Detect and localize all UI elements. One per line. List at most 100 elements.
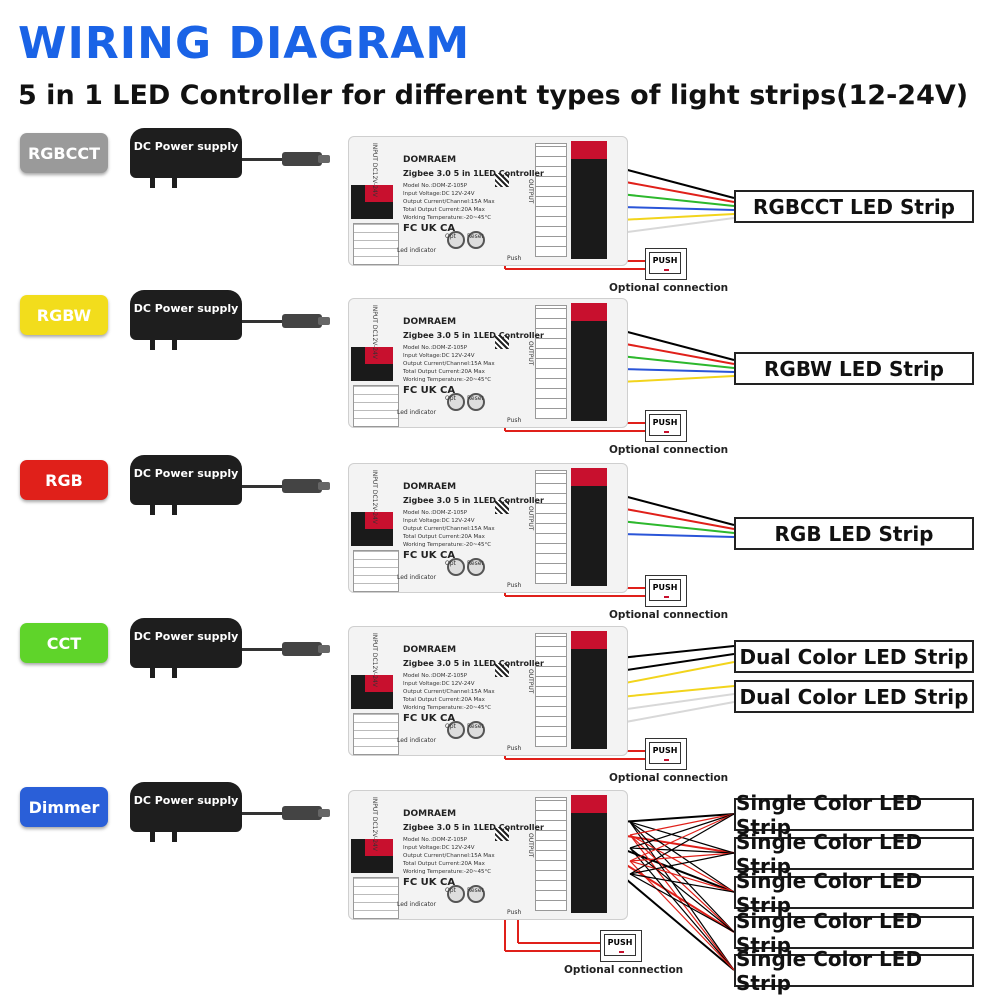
plug-prong-icon bbox=[172, 174, 177, 188]
reset-label: Reset bbox=[467, 887, 484, 894]
reset-button[interactable] bbox=[467, 393, 485, 411]
power-cable bbox=[242, 320, 284, 323]
push-button-label: PUSH bbox=[649, 579, 681, 601]
opt-button[interactable] bbox=[447, 885, 465, 903]
opt-button[interactable] bbox=[447, 231, 465, 249]
opt-button[interactable] bbox=[447, 393, 465, 411]
brand-name: DOMRAEM bbox=[403, 809, 457, 819]
led-strip-box: Single Color LED Strip bbox=[734, 947, 974, 995]
plug-prong-icon bbox=[150, 828, 155, 842]
power-cable bbox=[242, 485, 284, 488]
dc-plug-tip-icon bbox=[318, 482, 330, 490]
optional-connection-label: Optional connection bbox=[564, 964, 684, 976]
push-button-box[interactable]: PUSH bbox=[645, 410, 687, 442]
led-strip-box: RGBCCT LED Strip bbox=[734, 190, 974, 223]
input-terminal bbox=[351, 347, 393, 381]
push-button-box[interactable]: PUSH bbox=[645, 575, 687, 607]
power-cable bbox=[242, 648, 284, 651]
dc-plug-icon bbox=[282, 152, 322, 166]
output-terminal bbox=[571, 141, 607, 259]
output-label: OUTPUT bbox=[527, 669, 534, 694]
push-terminal-label: Push bbox=[507, 745, 522, 752]
press-reset-table bbox=[353, 385, 399, 427]
controller-spec: Working Temperature:-20~45°C bbox=[403, 215, 492, 221]
plug-prong-icon bbox=[172, 664, 177, 678]
push-button-box[interactable]: PUSH bbox=[645, 738, 687, 770]
mode-badge: RGB bbox=[20, 460, 108, 500]
qr-code-icon bbox=[495, 827, 509, 841]
dc-plug-icon bbox=[282, 479, 322, 493]
opt-button[interactable] bbox=[447, 721, 465, 739]
power-supply: DC Power supply bbox=[130, 290, 242, 340]
reset-button[interactable] bbox=[467, 721, 485, 739]
input-label: INPUT DC12V-24V bbox=[371, 143, 378, 197]
reset-label: Reset bbox=[467, 233, 484, 240]
push-button-box[interactable]: PUSH bbox=[645, 248, 687, 280]
controller-spec: Working Temperature:-20~45°C bbox=[403, 542, 492, 548]
page-subtitle: 5 in 1 LED Controller for different type… bbox=[18, 80, 969, 111]
led-indicator-label: Led indicator bbox=[397, 409, 437, 416]
controller-spec: Working Temperature:-20~45°C bbox=[403, 377, 492, 383]
controller-spec: Total Output Current:20A Max bbox=[403, 369, 485, 375]
input-label: INPUT DC12V-24V bbox=[371, 633, 378, 687]
plug-prong-icon bbox=[150, 174, 155, 188]
plug-prong-icon bbox=[172, 501, 177, 515]
push-button-box[interactable]: PUSH bbox=[600, 930, 642, 962]
controller-spec: Output Current/Channel:15A Max bbox=[403, 526, 495, 532]
reset-button[interactable] bbox=[467, 885, 485, 903]
output-channel-table bbox=[535, 470, 567, 584]
controller-name: Zigbee 3.0 5 in 1LED Controller bbox=[403, 169, 544, 178]
opt-label: Opt bbox=[445, 723, 456, 730]
output-label: OUTPUT bbox=[527, 506, 534, 531]
plug-prong-icon bbox=[150, 501, 155, 515]
press-reset-table bbox=[353, 223, 399, 265]
output-channel-table bbox=[535, 305, 567, 419]
input-terminal bbox=[351, 512, 393, 546]
controller-spec: Model No.:DOM-Z-105P bbox=[403, 183, 468, 189]
press-reset-table bbox=[353, 713, 399, 755]
output-channel-table bbox=[535, 143, 567, 257]
certification-marks: FC UK CA bbox=[403, 877, 456, 888]
plug-prong-icon bbox=[150, 336, 155, 350]
controller-spec: Model No.:DOM-Z-105P bbox=[403, 837, 468, 843]
led-indicator-label: Led indicator bbox=[397, 574, 437, 581]
push-terminal-label: Push bbox=[507, 909, 522, 916]
push-button-label: PUSH bbox=[649, 742, 681, 764]
reset-label: Reset bbox=[467, 723, 484, 730]
opt-label: Opt bbox=[445, 233, 456, 240]
push-button-label: PUSH bbox=[649, 252, 681, 274]
controller-spec: Input Voltage:DC 12V-24V bbox=[403, 681, 475, 687]
led-strip-box: Single Color LED Strip bbox=[734, 830, 974, 878]
controller-spec: Output Current/Channel:15A Max bbox=[403, 689, 495, 695]
led-strip-box: Single Color LED Strip bbox=[734, 909, 974, 957]
optional-connection-label: Optional connection bbox=[609, 772, 729, 784]
output-terminal bbox=[571, 795, 607, 913]
output-terminal bbox=[571, 468, 607, 586]
push-button-label: PUSH bbox=[604, 934, 636, 956]
reset-button[interactable] bbox=[467, 231, 485, 249]
controller-spec: Total Output Current:20A Max bbox=[403, 697, 485, 703]
certification-marks: FC UK CA bbox=[403, 550, 456, 561]
controller-spec: Output Current/Channel:15A Max bbox=[403, 199, 495, 205]
led-indicator-label: Led indicator bbox=[397, 737, 437, 744]
controller-spec: Input Voltage:DC 12V-24V bbox=[403, 191, 475, 197]
reset-button[interactable] bbox=[467, 558, 485, 576]
reset-label: Reset bbox=[467, 395, 484, 402]
qr-code-icon bbox=[495, 335, 509, 349]
dc-plug-tip-icon bbox=[318, 317, 330, 325]
controller-spec: Input Voltage:DC 12V-24V bbox=[403, 518, 475, 524]
led-strip-box: Single Color LED Strip bbox=[734, 791, 974, 839]
power-supply: DC Power supply bbox=[130, 782, 242, 832]
certification-marks: FC UK CA bbox=[403, 713, 456, 724]
led-strip-box: Dual Color LED Strip bbox=[734, 640, 974, 673]
dc-plug-tip-icon bbox=[318, 809, 330, 817]
brand-name: DOMRAEM bbox=[403, 317, 457, 327]
opt-button[interactable] bbox=[447, 558, 465, 576]
power-supply: DC Power supply bbox=[130, 455, 242, 505]
plug-prong-icon bbox=[150, 664, 155, 678]
